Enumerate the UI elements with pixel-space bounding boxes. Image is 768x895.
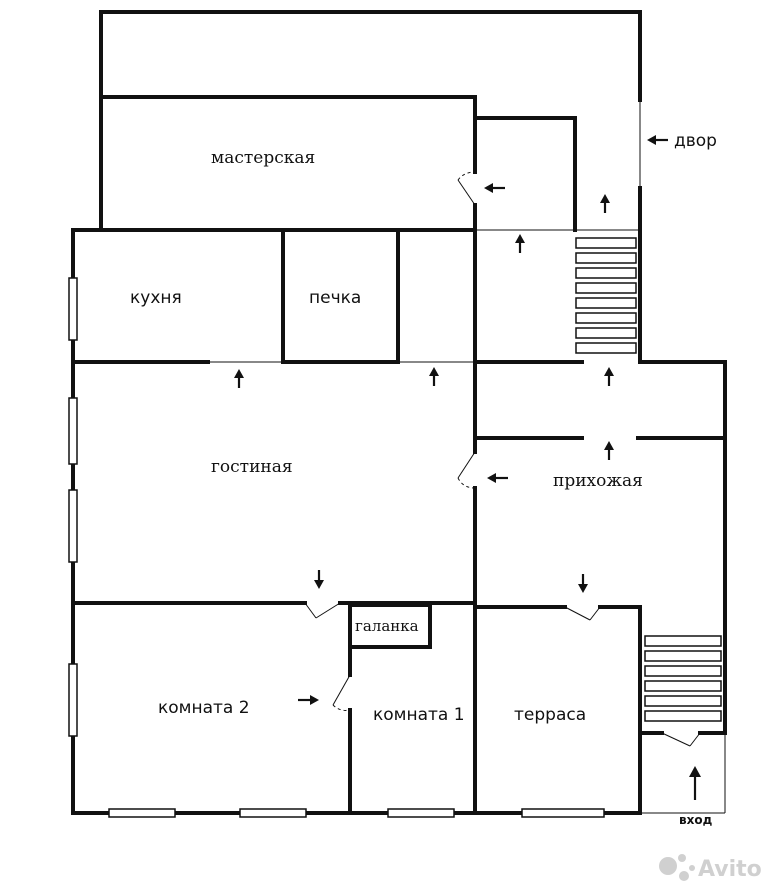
door-room1-leaf [332,674,351,706]
labels: мастерская кухня печка гостиная прихожая… [130,131,717,827]
stair-step [644,665,722,677]
avito-logo-dot [689,865,695,871]
avito-logo-dot [659,857,677,875]
stair-step [644,650,722,662]
window-terrace [521,808,605,818]
label-entrance: вход [679,813,713,827]
stairs-entrance [644,635,722,722]
label-room-2: комната 2 [158,698,250,718]
door-room2-leaf [304,602,317,619]
avito-logo-dot [679,871,689,881]
door-terrace-leaf-b [589,606,601,621]
stair-step [575,252,637,264]
label-kitchen: кухня [130,288,182,308]
stair-step [575,237,637,249]
stair-step [575,297,637,309]
arrow-head [314,580,324,589]
arrow-head [604,441,614,450]
stair-step [644,680,722,692]
stair-step [644,710,722,722]
arrow-head [429,367,439,376]
window-living-2 [68,489,78,563]
stair-step [575,312,637,324]
arrow-head [515,234,525,243]
window-kitchen [68,277,78,341]
label-room-1: комната 1 [373,705,465,725]
avito-wordmark: Avito [698,857,762,882]
window-room2-b [239,808,307,818]
door-living-leaf [457,451,476,479]
avito-logo-dot [678,854,686,862]
door-entrance-leaf [661,732,691,747]
label-living-room: гостиная [211,457,293,477]
stairs-upper [575,237,637,354]
walls [71,10,727,815]
stair-step [575,282,637,294]
stair-step [575,267,637,279]
door-entrance-leaf-b [689,732,701,747]
windows [68,277,605,818]
arrow-head [578,584,588,593]
stair-step [644,635,722,647]
window-room1 [387,808,455,818]
flow-arrows [234,135,701,800]
door-room2-leaf-b [315,602,341,619]
stair-step [644,695,722,707]
door-terrace-leaf [564,606,591,621]
doors [304,171,701,747]
arrow-head [689,766,701,777]
avito-watermark: Avito [659,854,762,882]
label-boiler: галанка [355,617,419,635]
window-living-1 [68,397,78,465]
arrow-head [310,695,319,705]
boiler-box [348,603,432,649]
window-room2-a [108,808,176,818]
arrow-head [234,369,244,378]
door-room1-swing [332,704,351,711]
arrow-head [600,194,610,203]
door-living-swing [457,477,476,489]
stair-step [575,342,637,354]
arrow-head [647,135,656,145]
label-yard: двор [674,131,717,151]
door-workshop-leaf [457,179,476,206]
label-hallway: прихожая [553,471,643,491]
window-room2-side [68,663,78,737]
label-workshop: мастерская [211,148,315,168]
door-workshop-swing [457,171,476,181]
stair-step [575,327,637,339]
arrow-head [487,473,496,483]
label-terrace: терраса [514,705,586,725]
arrow-head [484,183,493,193]
label-stove: печка [309,288,361,308]
arrow-head [604,367,614,376]
